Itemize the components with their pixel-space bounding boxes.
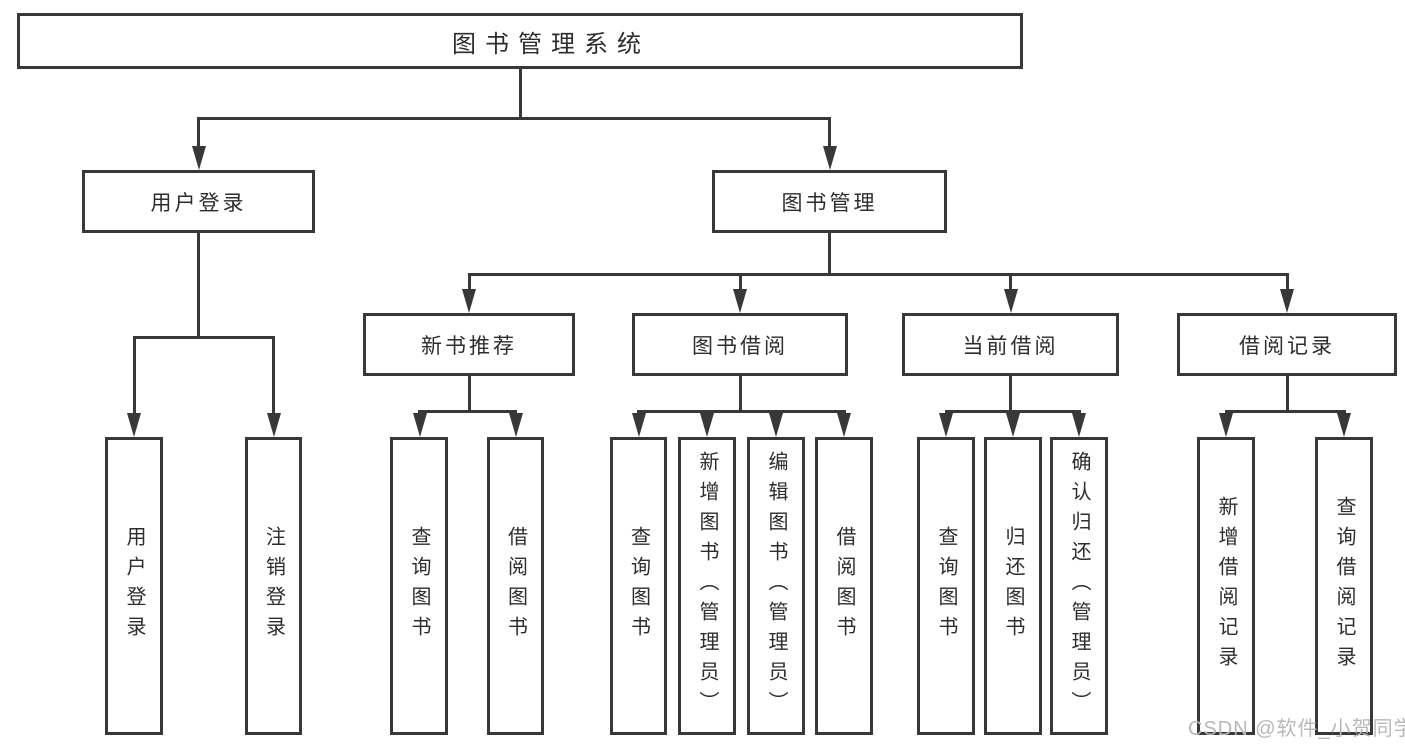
node-library-management-system: 图书管理系统 <box>17 13 1023 69</box>
arrowhead-down-icon <box>1337 413 1351 437</box>
connector-line <box>738 276 742 291</box>
node-label: 确认归还（管理员） <box>1068 451 1090 721</box>
arrowhead-down-icon <box>733 289 747 313</box>
node-label: 新增借阅记录 <box>1215 496 1237 676</box>
connector-line <box>418 410 517 413</box>
connector-line <box>828 120 831 148</box>
connector-line <box>637 410 846 413</box>
leaf-query-borrow-record: 查询借阅记录 <box>1315 437 1373 735</box>
arrowhead-down-icon <box>191 146 206 170</box>
node-label: 用户登录 <box>123 526 145 646</box>
arrowhead-down-icon <box>1280 289 1294 313</box>
arrowhead-down-icon <box>412 413 427 437</box>
arrowhead-down-icon <box>462 289 476 313</box>
node-label: 编辑图书（管理员） <box>765 451 787 721</box>
node-label: 借阅图书 <box>504 526 527 646</box>
arrowhead-down-icon <box>127 413 141 437</box>
node-label: 图书借阅 <box>692 334 788 358</box>
connector-line <box>738 376 742 413</box>
arrowhead-down-icon <box>1006 413 1020 437</box>
connector-line <box>519 68 522 120</box>
node-user-login: 用户登录 <box>82 170 315 233</box>
arrowhead-down-icon <box>266 413 281 437</box>
arrowhead-down-icon <box>1003 289 1018 313</box>
leaf-user-login: 用户登录 <box>105 437 163 735</box>
connector-line <box>1285 376 1289 413</box>
leaf-return-books: 归还图书 <box>984 437 1042 735</box>
node-book-borrowing: 图书借阅 <box>632 313 848 376</box>
arrowhead-down-icon <box>822 146 837 170</box>
connector-line <box>1224 410 1346 413</box>
arrowhead-down-icon <box>508 413 523 437</box>
leaf-query-books-borrowing: 查询图书 <box>610 437 667 735</box>
arrowhead-down-icon <box>769 413 783 437</box>
connector-line <box>272 339 275 414</box>
connector-line <box>132 339 136 414</box>
node-label: 用户登录 <box>150 191 247 215</box>
arrowhead-down-icon <box>1072 413 1086 437</box>
leaf-query-books-current: 查询图书 <box>917 437 975 735</box>
node-book-management: 图书管理 <box>712 170 947 233</box>
node-label: 新书推荐 <box>421 334 517 358</box>
connector-line <box>197 232 200 339</box>
leaf-logout: 注销登录 <box>245 437 302 735</box>
connector-line <box>828 232 831 276</box>
node-label: 查询图书 <box>935 526 957 646</box>
node-label: 借阅图书 <box>833 526 855 646</box>
leaf-add-borrow-record: 新增借阅记录 <box>1197 437 1255 735</box>
node-label: 注销登录 <box>262 526 285 646</box>
node-label: 图书管理 <box>781 191 878 215</box>
connector-line <box>1009 276 1012 291</box>
connector-line <box>467 273 1289 276</box>
connector-line <box>132 336 275 339</box>
leaf-borrow-books-recommend: 借阅图书 <box>487 437 544 735</box>
connector-line <box>1285 276 1289 291</box>
arrowhead-down-icon <box>700 413 714 437</box>
leaf-query-books-recommend: 查询图书 <box>390 437 448 735</box>
leaf-edit-books-admin: 编辑图书（管理员） <box>747 437 805 735</box>
connector-line <box>944 410 1081 413</box>
node-current-borrowing: 当前借阅 <box>902 313 1119 376</box>
leaf-confirm-return-admin: 确认归还（管理员） <box>1050 437 1108 735</box>
connector-line <box>1009 376 1012 413</box>
node-label: 图书管理系统 <box>452 30 650 58</box>
node-label: 新增图书（管理员） <box>696 451 718 721</box>
node-label: 归还图书 <box>1002 526 1024 646</box>
arrowhead-down-icon <box>631 413 646 437</box>
leaf-borrow-books: 借阅图书 <box>815 437 873 735</box>
node-label: 查询借阅记录 <box>1333 496 1355 676</box>
node-new-book-recommendation: 新书推荐 <box>363 313 575 376</box>
connector-line <box>197 120 200 148</box>
node-label: 借阅记录 <box>1239 334 1335 358</box>
connector-line <box>467 376 471 413</box>
arrowhead-down-icon <box>1219 413 1233 437</box>
node-label: 当前借阅 <box>962 334 1059 358</box>
node-label: 查询图书 <box>627 526 650 646</box>
connector-line <box>467 276 471 291</box>
node-borrowing-records: 借阅记录 <box>1177 313 1397 376</box>
leaf-add-books-admin: 新增图书（管理员） <box>678 437 736 735</box>
node-label: 查询图书 <box>408 526 430 646</box>
arrowhead-down-icon <box>837 413 851 437</box>
connector-line <box>197 117 831 120</box>
csdn-watermark: CSDN @软件_小贺同学 <box>1188 718 1405 740</box>
arrowhead-down-icon <box>939 413 953 437</box>
